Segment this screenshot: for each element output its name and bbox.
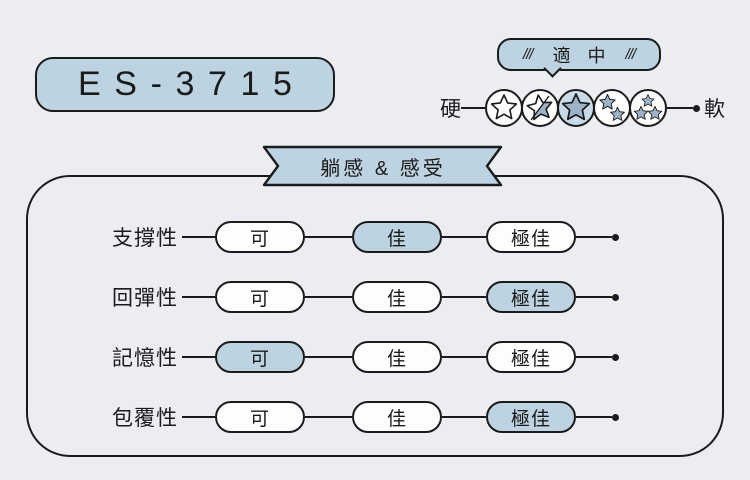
star-filled-icon xyxy=(561,93,591,121)
model-badge: ES-3715 xyxy=(35,57,335,112)
firmness-level-4 xyxy=(593,89,631,127)
hard-label: 硬 xyxy=(440,98,461,121)
row-label: 回彈性 xyxy=(112,287,178,310)
row-label: 支撐性 xyxy=(112,227,178,250)
connector-line xyxy=(182,356,215,358)
firmness-scale: 硬 xyxy=(440,86,725,130)
rating-pill: 可 xyxy=(215,401,305,433)
scale-line xyxy=(667,107,693,109)
star-empty-icon xyxy=(490,94,518,120)
connector-line xyxy=(305,416,352,418)
rating-row-wrapping: 包覆性 可 佳 極佳 xyxy=(112,400,619,434)
firmness-bubble: /// 適 中 /// xyxy=(497,38,661,71)
rating-row-resilience: 回彈性 可 佳 極佳 xyxy=(112,280,619,314)
banner-title: 躺感 & 感受 xyxy=(320,157,446,180)
soft-label: 軟 xyxy=(704,98,725,121)
connector-line xyxy=(442,236,486,238)
rating-pill: 極佳 xyxy=(486,341,576,373)
connector-line xyxy=(576,236,612,238)
rating-pill: 極佳 xyxy=(486,221,576,253)
star-half-icon xyxy=(526,94,553,121)
connector-line xyxy=(576,356,612,358)
section-banner: 躺感 & 感受 xyxy=(262,145,504,187)
connector-line xyxy=(442,416,486,418)
connector-line xyxy=(305,236,352,238)
firmness-level-1 xyxy=(485,89,523,127)
row-end-dot xyxy=(612,353,619,361)
firmness-bubble-label: 適 中 xyxy=(552,45,612,66)
model-label: ES-3715 xyxy=(78,65,306,103)
row-label: 記憶性 xyxy=(112,347,178,370)
connector-line xyxy=(305,356,352,358)
connector-line xyxy=(305,296,352,298)
ribbon-icon xyxy=(262,145,503,187)
rating-pill: 佳 xyxy=(352,401,442,433)
star-triple-icon xyxy=(633,94,663,120)
scale-line xyxy=(461,107,485,109)
rating-pill: 佳 xyxy=(352,281,442,313)
connector-line xyxy=(182,236,215,238)
rating-row-memory: 記憶性 可 佳 極佳 xyxy=(112,340,619,374)
hatch-left-icon: /// xyxy=(522,46,533,63)
firmness-level-3 xyxy=(557,89,595,127)
connector-line xyxy=(182,416,215,418)
rating-pill: 極佳 xyxy=(486,281,576,313)
hatch-right-icon: /// xyxy=(625,46,636,63)
row-end-dot xyxy=(612,413,619,421)
row-end-dot xyxy=(612,233,619,241)
row-label: 包覆性 xyxy=(112,407,178,430)
connector-line xyxy=(576,296,612,298)
rating-pill: 佳 xyxy=(352,341,442,373)
connector-line xyxy=(182,296,215,298)
connector-line xyxy=(442,356,486,358)
rating-pill: 可 xyxy=(215,281,305,313)
row-end-dot xyxy=(612,293,619,301)
rating-pill: 可 xyxy=(215,221,305,253)
connector-line xyxy=(576,416,612,418)
connector-line xyxy=(442,296,486,298)
rating-pill: 極佳 xyxy=(486,401,576,433)
rating-pill: 佳 xyxy=(352,221,442,253)
rating-row-support: 支撐性 可 佳 極佳 xyxy=(112,220,619,254)
firmness-level-5 xyxy=(629,89,667,127)
star-double-icon xyxy=(599,93,625,121)
firmness-level-2 xyxy=(521,89,559,127)
scale-end-dot xyxy=(693,104,700,112)
rating-pill: 可 xyxy=(215,341,305,373)
